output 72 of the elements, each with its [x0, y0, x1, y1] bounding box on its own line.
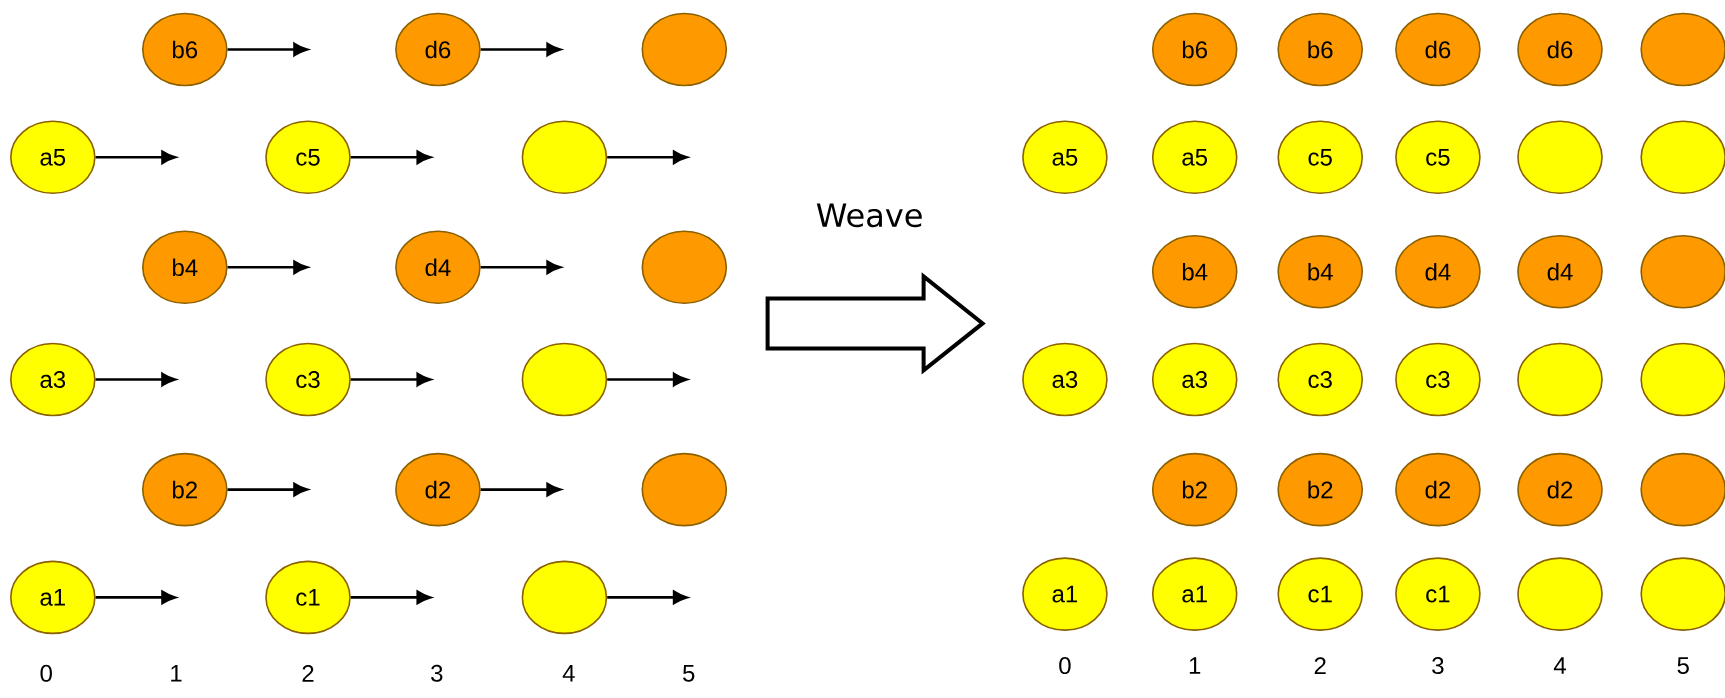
circle-node: a5: [1022, 120, 1108, 195]
circle-node: a1: [1022, 557, 1108, 631]
circle-node: a3: [1022, 342, 1108, 417]
empty-circle: [641, 12, 728, 87]
circle-node: b4: [1277, 234, 1363, 309]
arrow: [350, 372, 432, 387]
circle-node: a5: [10, 120, 96, 195]
circle-node: b4: [1151, 234, 1238, 309]
circle-node: c5: [1277, 120, 1363, 195]
column-number: 1: [171, 665, 182, 682]
empty-circle: [1640, 342, 1725, 417]
empty-circle: [1640, 452, 1725, 527]
arrow: [480, 482, 562, 497]
circle-node: d6: [395, 12, 481, 87]
empty-circle: [641, 230, 728, 305]
column-number: 0: [40, 664, 52, 682]
column-number: 4: [562, 665, 575, 682]
arrow: [480, 42, 562, 57]
edge-label: Weave: [816, 203, 922, 228]
circle-node: d2: [395, 452, 481, 527]
circle-node: c1: [1277, 557, 1363, 631]
circle-node: b6: [142, 12, 228, 87]
circle-node: c3: [1277, 342, 1363, 417]
empty-circle: [1517, 342, 1603, 417]
column-number: 2: [1314, 657, 1326, 674]
empty-circle: [521, 342, 608, 417]
column-number: 4: [1553, 657, 1566, 674]
circle-node: b2: [142, 452, 228, 527]
circle-node: d2: [1395, 452, 1481, 527]
circle-node: d6: [1517, 12, 1603, 87]
block-arrow: [765, 272, 986, 375]
empty-circle: [1640, 557, 1725, 631]
arrow: [480, 260, 562, 275]
empty-circle: [1640, 120, 1725, 195]
circle-node: a5: [1151, 120, 1238, 195]
column-number: 3: [1432, 657, 1444, 675]
column-number: 5: [683, 664, 695, 682]
column-number: 0: [1059, 657, 1071, 675]
circle-node: b6: [1277, 12, 1363, 87]
column-number: 2: [302, 664, 314, 682]
circle-node: c5: [1395, 120, 1481, 195]
arrow: [350, 150, 432, 165]
circle-node: d4: [1395, 234, 1481, 309]
circle-node: b4: [142, 230, 228, 305]
circle-node: b6: [1151, 12, 1238, 87]
circle-node: d2: [1517, 452, 1603, 527]
circle-node: d4: [1517, 234, 1603, 309]
circle-node: b2: [1151, 452, 1238, 527]
circle-node: d6: [1395, 12, 1481, 87]
empty-circle: [1640, 12, 1725, 87]
circle-node: c1: [1395, 557, 1481, 631]
column-number: 5: [1677, 657, 1689, 674]
circle-node: c3: [265, 342, 351, 417]
empty-circle: [1517, 120, 1603, 195]
circle-node: a1: [10, 560, 96, 635]
arrow: [350, 590, 432, 605]
circle-node: a3: [10, 342, 96, 417]
circle-node: a1: [1151, 557, 1238, 631]
empty-circle: [1640, 234, 1725, 309]
column-number: 1: [1189, 657, 1201, 674]
circle-node: a3: [1151, 342, 1238, 417]
empty-circle: [521, 120, 608, 195]
arrow: [607, 150, 688, 165]
circle-node: b2: [1277, 452, 1363, 527]
empty-circle: [1517, 557, 1603, 631]
circle-node: c3: [1395, 342, 1481, 417]
circle-node: c1: [265, 560, 351, 635]
empty-circle: [521, 560, 608, 635]
empty-circle: [641, 452, 728, 527]
circle-node: d4: [395, 230, 481, 305]
column-number: 3: [431, 664, 443, 682]
circle-node: c5: [265, 120, 351, 195]
